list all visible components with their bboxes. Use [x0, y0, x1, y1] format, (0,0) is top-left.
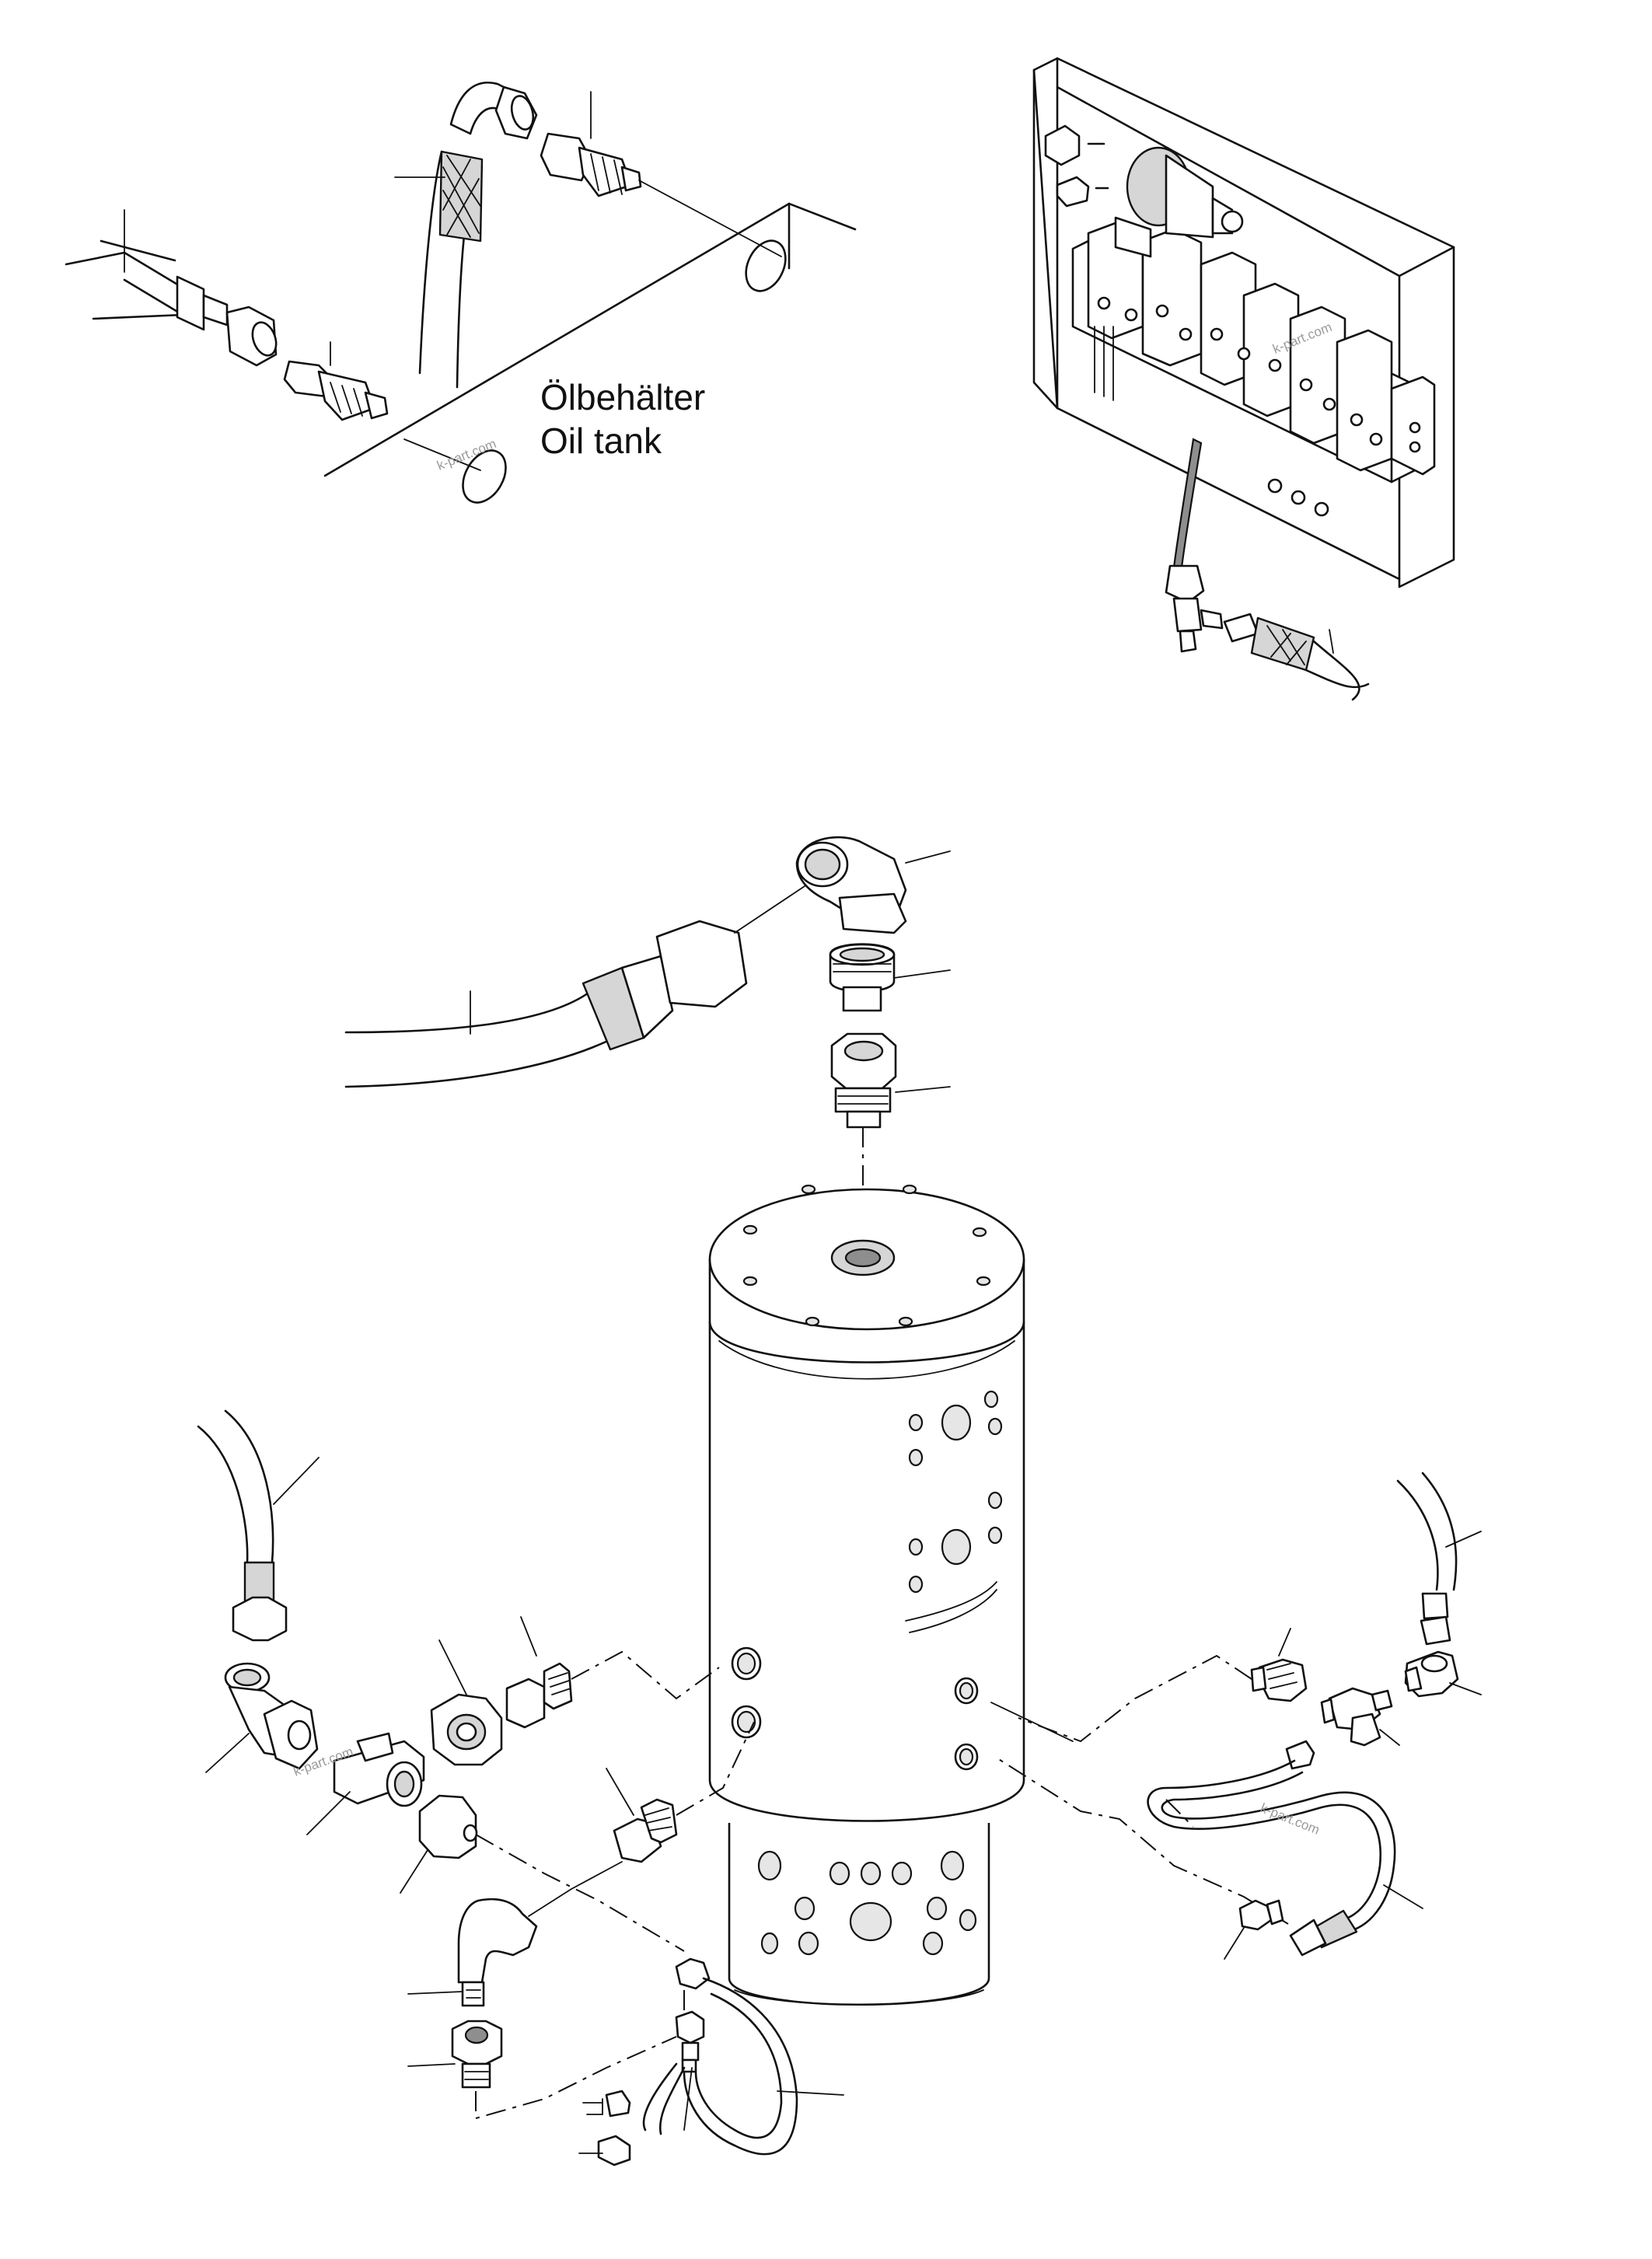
watermark: k-part.com — [1259, 1800, 1322, 1838]
pressure-unit — [1114, 146, 1244, 258]
adapter-fitting-left — [283, 360, 389, 421]
right-small-adapter — [1224, 1899, 1284, 1960]
left-hose-assembly — [197, 1409, 320, 1642]
left-tee-fitting — [306, 1732, 425, 1835]
elbow-fitting-main — [795, 836, 907, 934]
valve-bank — [1071, 220, 1436, 517]
right-hose-assembly — [1396, 1472, 1482, 1646]
left-swivel-nut-lower — [400, 1794, 685, 1952]
elbow-fitting-top — [449, 82, 538, 140]
bottom-small-fittings — [578, 1957, 711, 2166]
bottom-loop-hose — [683, 1977, 844, 2156]
right-tee-fitting — [1320, 1687, 1400, 1747]
left-elbow-lower — [407, 1898, 538, 2007]
oil-tank-label-en: Oil tank — [540, 421, 662, 461]
top-hose — [344, 920, 748, 1088]
right-straight-adapter — [1018, 1628, 1308, 1743]
o-ring-upper — [745, 239, 787, 292]
oil-tank-label-de: Ölbehälter — [540, 377, 705, 417]
hose-end-panel — [1223, 613, 1370, 701]
right-elbow-fitting — [1404, 1650, 1482, 1698]
hex-nut-left-hose — [225, 306, 278, 367]
left-straight-adapter-upper — [505, 1616, 720, 1729]
left-plug-fitting — [407, 2020, 677, 2120]
left-swivel-nut-upper — [430, 1639, 503, 1766]
nipple-fitting — [829, 943, 896, 1012]
tee-fitting-panel — [1165, 564, 1224, 653]
left-elbow-fitting — [205, 1662, 319, 1773]
right-loop-hose — [994, 1740, 1423, 1957]
rotary-joint-cylinder — [708, 1184, 1025, 2006]
valve-panel-detail: k-part.com — [1032, 57, 1455, 701]
hose-sleeve-vertical — [438, 150, 484, 243]
straight-adapter-top — [540, 132, 642, 197]
o-ring-lower — [462, 449, 507, 504]
adapter-fitting-main — [830, 1032, 897, 1129]
oil-tank-detail: Ölbehälter Oil tank k-part.com — [65, 82, 857, 504]
left-straight-adapter-lower — [528, 1721, 755, 1917]
rotary-joint-assembly: k-part.com k-part.com — [197, 836, 1482, 2166]
